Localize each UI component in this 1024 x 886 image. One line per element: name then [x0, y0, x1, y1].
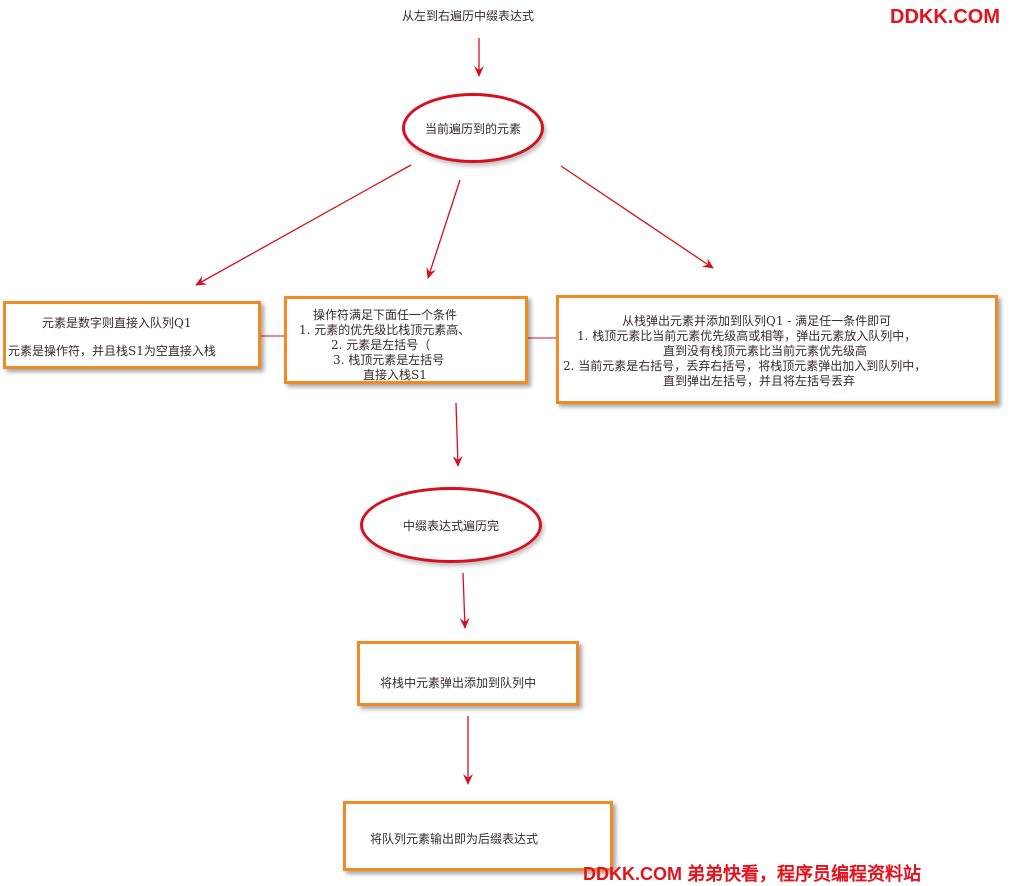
- arrow-push-to-end: [452, 402, 463, 467]
- push-box-line-2: 1. 元素的优先级比栈顶元素高、: [299, 323, 471, 337]
- pop-remaining-box: 将栈中元素弹出添加到队列中: [357, 641, 579, 706]
- arrow-end-to-poprest: [459, 572, 470, 629]
- arrow-current-to-pop: [560, 165, 714, 269]
- push-box-line-4: 3. 栈顶元素是左括号: [333, 353, 445, 367]
- start-label: 从左到右遍历中缀表达式: [402, 9, 535, 23]
- current-element-label: 当前遍历到的元素: [424, 121, 521, 136]
- output-postfix-box: 将队列元素输出即为后缀表达式: [343, 801, 613, 871]
- arrow-current-to-push: [426, 179, 461, 279]
- push-box-line-1: 操作符满足下面任一个条件: [313, 308, 458, 322]
- number-or-empty-stack-box: 元素是数字则直接入队列Q1 元素是操作符，并且栈S1为空直接入栈: [3, 301, 261, 369]
- push-conditions-box: 操作符满足下面任一个条件 1. 元素的优先级比栈顶元素高、 2. 元素是左括号（…: [284, 296, 528, 384]
- push-box-line-5: 直接入栈S1: [363, 368, 427, 382]
- pop-conditions-box: 从栈弹出元素并添加到队列Q1 - 满足任一条件即可 1. 栈顶元素比当前元素优先…: [556, 295, 998, 404]
- pop-box-line-5: 直到弹出左括号，并且将左括号丢弃: [663, 374, 856, 388]
- watermark-bottom: DDKK.COM 弟弟快看，程序员编程资料站: [583, 864, 921, 884]
- pop-box-line-4: 2. 当前元素是右括号，丢弃右括号，将栈顶元素弹出加入到队列中，: [563, 359, 927, 373]
- number-box-line-2: 元素是操作符，并且栈S1为空直接入栈: [8, 344, 216, 358]
- number-box-line-1: 元素是数字则直接入队列Q1: [42, 316, 192, 330]
- pop-box-line-3: 直到没有栈顶元素比当前元素优先级高: [663, 344, 868, 358]
- output-postfix-label: 将队列元素输出即为后缀表达式: [370, 832, 539, 846]
- traverse-complete-node: 中缀表达式遍历完: [360, 487, 542, 563]
- watermark-top: DDKK.COM: [890, 6, 1000, 28]
- pop-box-line-1: 从栈弹出元素并添加到队列Q1 - 满足任一条件即可: [622, 314, 892, 328]
- traverse-complete-label: 中缀表达式遍历完: [402, 518, 499, 533]
- pop-box-line-2: 1. 栈顶元素比当前元素优先级高或相等，弹出元素放入队列中，: [577, 329, 917, 343]
- current-element-node: 当前遍历到的元素: [402, 93, 544, 163]
- push-box-line-3: 2. 元素是左括号（: [331, 338, 431, 352]
- arrow-current-to-number: [195, 164, 412, 286]
- pop-remaining-label: 将栈中元素弹出添加到队列中: [380, 676, 537, 690]
